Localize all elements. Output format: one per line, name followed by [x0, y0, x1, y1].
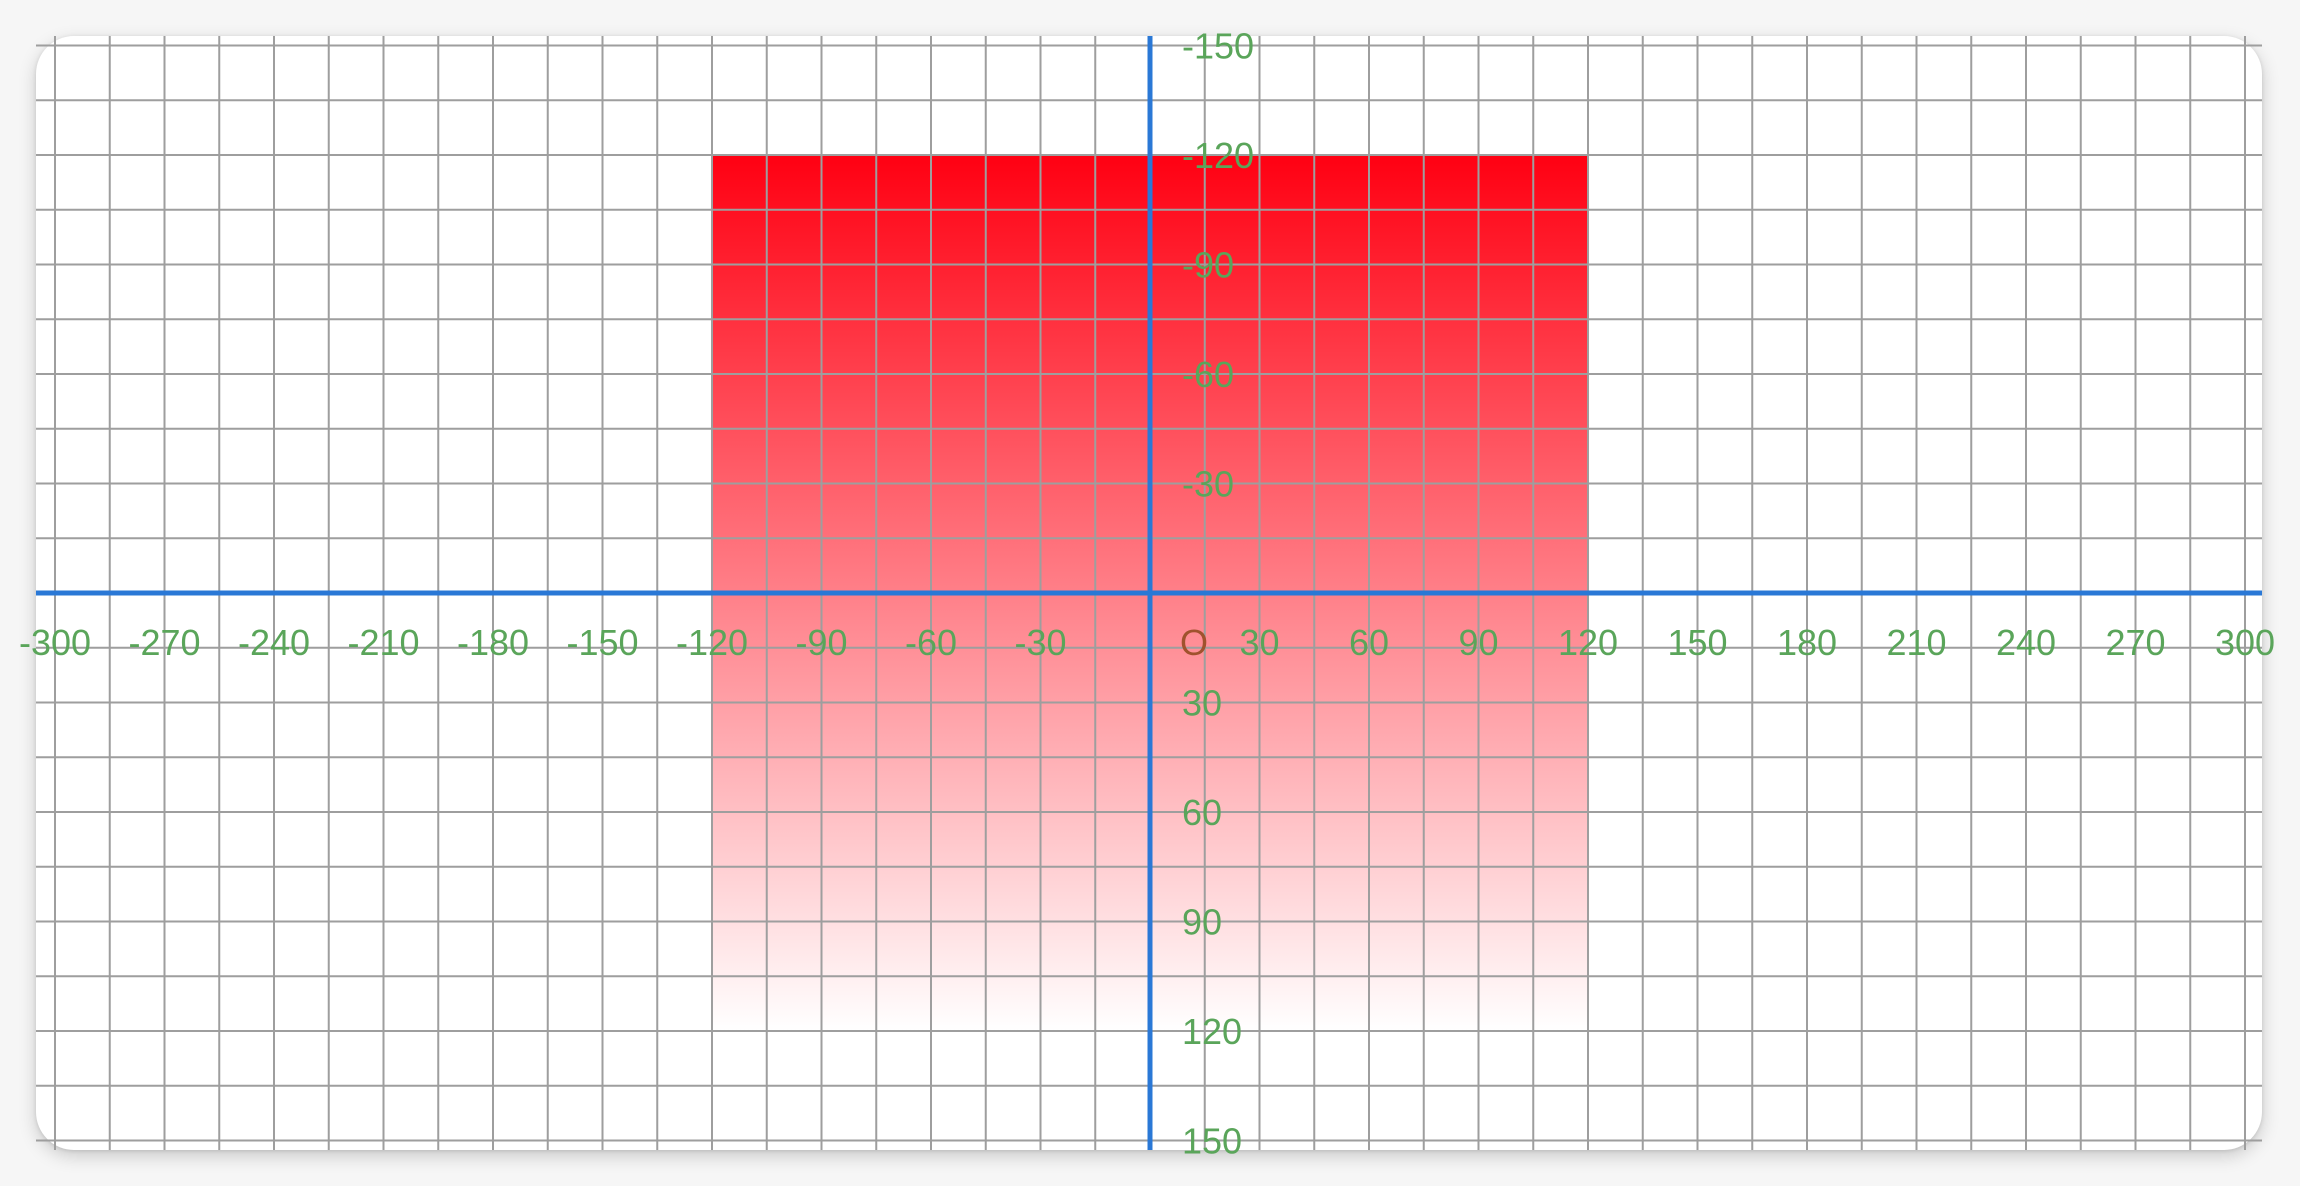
x-tick-label: 270 [2105, 622, 2165, 663]
x-tick-label: 120 [1558, 622, 1618, 663]
y-tick-label: 60 [1182, 792, 1222, 833]
y-tick-label: -30 [1182, 464, 1234, 505]
y-tick-label: -150 [1182, 26, 1254, 67]
x-tick-label: -270 [128, 622, 200, 663]
y-tick-label: 150 [1182, 1121, 1242, 1162]
y-tick-label: -120 [1182, 135, 1254, 176]
origin-label: O [1180, 622, 1208, 663]
x-tick-label: 30 [1239, 622, 1279, 663]
x-tick-label: -210 [347, 622, 419, 663]
coordinate-canvas: -300 -270 -240 -210 -180 -150 -120 -90 -60 -30 30 6… [19, 26, 2275, 1162]
x-tick-label: 90 [1458, 622, 1498, 663]
y-tick-label: -90 [1182, 245, 1234, 286]
x-tick-label: 300 [2215, 622, 2275, 663]
x-tick-label: -300 [19, 622, 91, 663]
axes [36, 36, 2262, 1150]
y-tick-label: -60 [1182, 354, 1234, 395]
x-tick-label: 210 [1886, 622, 1946, 663]
x-tick-label: -150 [566, 622, 638, 663]
coordinate-canvas-card: -300 -270 -240 -210 -180 -150 -120 -90 -60 -30 30 6… [19, 26, 2275, 1162]
x-tick-label: 150 [1667, 622, 1727, 663]
x-tick-label: -240 [238, 622, 310, 663]
x-tick-label: -180 [457, 622, 529, 663]
x-tick-label: 60 [1349, 622, 1389, 663]
tick-labels: -300 -270 -240 -210 -180 -150 -120 -90 -60 -30 30 6… [19, 26, 2275, 1162]
x-tick-label: 240 [1996, 622, 2056, 663]
y-tick-label: 30 [1182, 683, 1222, 724]
x-tick-label: -90 [795, 622, 847, 663]
x-tick-label: -120 [676, 622, 748, 663]
x-tick-label: 180 [1777, 622, 1837, 663]
x-tick-label: -60 [905, 622, 957, 663]
y-tick-label: 90 [1182, 902, 1222, 943]
x-tick-label: -30 [1014, 622, 1066, 663]
y-tick-label: 120 [1182, 1011, 1242, 1052]
